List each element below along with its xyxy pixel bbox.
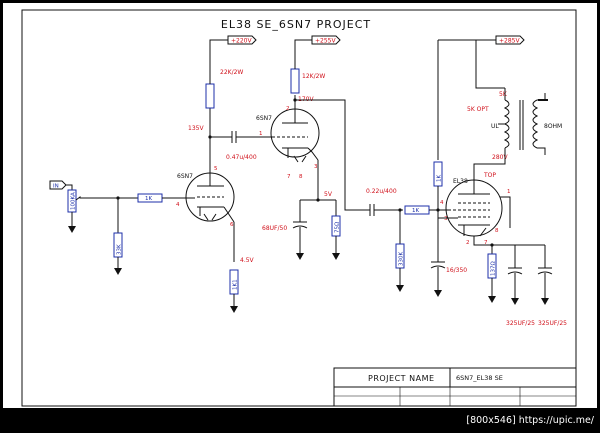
schematic-title: EL38 SE_6SN7 PROJECT bbox=[221, 18, 371, 31]
plate1-resistor-label: 22K/2W bbox=[220, 69, 243, 76]
svg-text:1K: 1K bbox=[437, 175, 443, 182]
cathode-bypass-cap-3a bbox=[507, 271, 523, 275]
svg-text:8: 8 bbox=[299, 174, 303, 180]
plate-resistor-1 bbox=[205, 83, 215, 109]
svg-text:137Ω: 137Ω bbox=[491, 261, 497, 276]
tube1-label: 6SN7 bbox=[177, 173, 193, 180]
opt-core bbox=[519, 100, 524, 150]
svg-text:1K1: 1K1 bbox=[233, 279, 239, 290]
svg-text:33K: 33K bbox=[117, 244, 123, 255]
drawing-border bbox=[21, 9, 577, 407]
svg-text:6: 6 bbox=[230, 222, 234, 228]
project-name-value: 6SN7_EL38 SE bbox=[456, 374, 503, 382]
rail-255v-tag bbox=[311, 35, 341, 45]
svg-text:2: 2 bbox=[466, 240, 470, 246]
svg-text:TOP: TOP bbox=[483, 172, 496, 179]
input-connector bbox=[49, 180, 67, 190]
svg-text:1K: 1K bbox=[145, 196, 152, 202]
svg-text:UL: UL bbox=[491, 123, 499, 130]
svg-text:4: 4 bbox=[176, 202, 180, 208]
svg-text:2: 2 bbox=[286, 106, 290, 112]
coupling-cap2-label: 0.22u/400 bbox=[366, 188, 397, 195]
bypass-cap2-label: 68UF/50 bbox=[262, 225, 287, 232]
input-tag: IN bbox=[53, 184, 59, 190]
screen-cap-label: 16/350 bbox=[446, 267, 467, 274]
svg-text:+255V: +255V bbox=[315, 38, 336, 45]
speaker-load-label: 8OHM bbox=[544, 123, 562, 130]
svg-text:8: 8 bbox=[495, 228, 499, 234]
coupling-cap1-label: 0.47u/400 bbox=[226, 154, 257, 161]
project-name-label: PROJECT NAME bbox=[368, 374, 435, 383]
cathode1-voltage: 4.5V bbox=[240, 257, 255, 264]
svg-text:+285V: +285V bbox=[499, 38, 520, 45]
opt-secondary-winding bbox=[532, 99, 539, 149]
screen-bypass-cap bbox=[430, 265, 446, 269]
rail-220v-tag bbox=[227, 35, 257, 45]
watermark-text: [800x546] https://upic.me/ bbox=[466, 415, 594, 426]
plate-resistor-2 bbox=[290, 68, 300, 94]
pot-label: 100KA bbox=[71, 192, 77, 210]
svg-text:3: 3 bbox=[444, 216, 448, 222]
plate3-voltage: 280V bbox=[492, 154, 508, 161]
bypass-cap3b-label: 325UF/25 bbox=[538, 320, 567, 327]
plate2-resistor-label: 12K/2W bbox=[302, 73, 325, 80]
svg-text:1: 1 bbox=[507, 189, 511, 195]
plate1-voltage: 135V bbox=[188, 125, 204, 132]
tube3-label: EL38 bbox=[453, 178, 468, 185]
svg-text:330K: 330K bbox=[399, 252, 405, 266]
opt-label: 5K OPT bbox=[467, 106, 489, 113]
svg-text:75Ω: 75Ω bbox=[335, 222, 341, 233]
svg-text:4: 4 bbox=[440, 200, 444, 206]
cathode2-voltage: 5V bbox=[324, 191, 333, 198]
bypass-cap3a-label: 325UF/25 bbox=[506, 320, 535, 327]
svg-text:5: 5 bbox=[214, 166, 218, 172]
svg-text:1K: 1K bbox=[412, 208, 419, 214]
svg-text:1: 1 bbox=[259, 131, 263, 137]
svg-text:+220V: +220V bbox=[231, 38, 252, 45]
cathode-bypass-cap-2 bbox=[292, 225, 308, 229]
tube2-label: 6SN7 bbox=[256, 115, 272, 122]
svg-text:7: 7 bbox=[287, 174, 291, 180]
svg-text:7: 7 bbox=[484, 240, 488, 246]
svg-text:5K: 5K bbox=[499, 91, 508, 98]
rail-285v-tag bbox=[495, 35, 525, 45]
cathode-bypass-cap-3b bbox=[537, 271, 553, 275]
svg-text:3: 3 bbox=[314, 164, 318, 170]
